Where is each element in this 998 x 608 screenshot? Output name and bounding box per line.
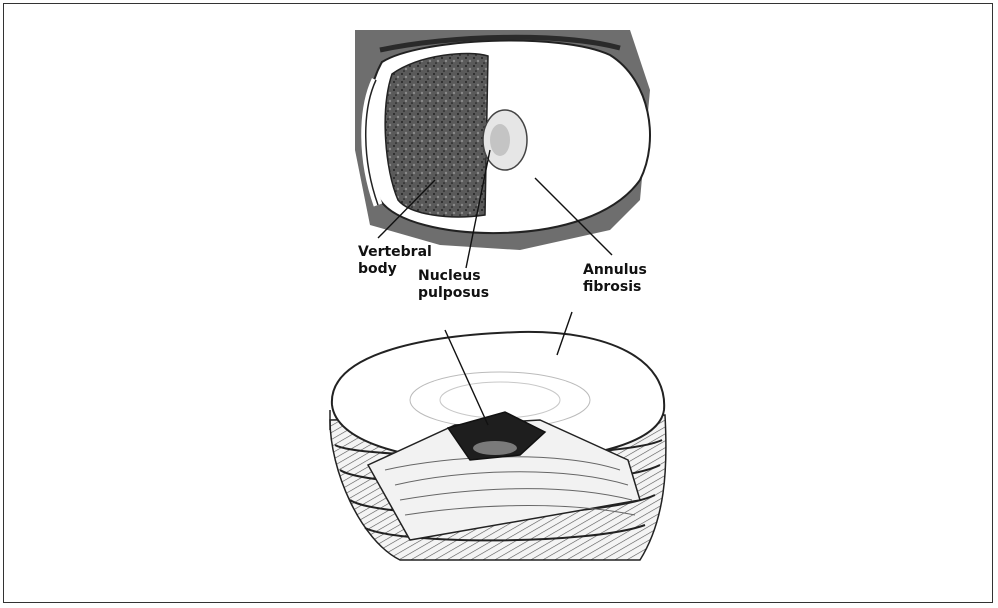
label-annulus-fibrosis-line-1: Annulus: [583, 262, 647, 279]
label-nucleus-pulposus-line-2: pulposus: [418, 285, 489, 302]
label-vertebral-body-line-1: Vertebral: [358, 244, 432, 261]
label-annulus-fibrosis-line-2: fibrosis: [583, 279, 647, 296]
label-nucleus-pulposus: Nucleus pulposus: [418, 268, 489, 302]
label-nucleus-pulposus-line-1: Nucleus: [418, 268, 489, 285]
layered-disc-illustration: [330, 332, 666, 560]
label-annulus-fibrosis: Annulus fibrosis: [583, 262, 647, 296]
